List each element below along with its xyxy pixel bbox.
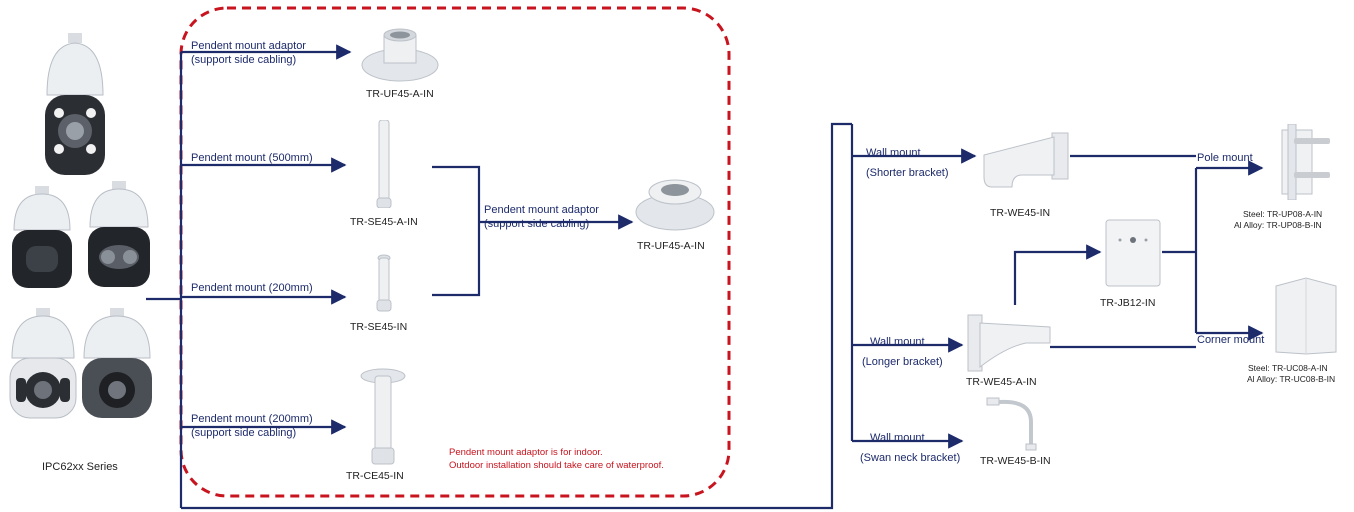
corner-mount-image: [1275, 277, 1337, 355]
corner-mount-label: Corner mount: [1197, 334, 1265, 346]
wall-mount-2-line1: Wall mount: [870, 336, 925, 348]
branch-1-label: Pendent mount adaptor (support side cabl…: [191, 39, 306, 67]
wall-mount-3-code: TR-WE45-B-IN: [980, 455, 1051, 467]
wall-mount-2-label: Wall mount (Longer bracket): [862, 332, 943, 372]
junction-box-code: TR-JB12-IN: [1100, 297, 1156, 309]
pendent-adaptor-image: [361, 28, 439, 82]
wall-mount-1-code: TR-WE45-IN: [990, 207, 1051, 219]
pendent-side-cabling-image: [360, 368, 406, 465]
branch-4-line2: (support side cabling): [191, 427, 297, 439]
wall-mount-2-code: TR-WE45-A-IN: [966, 376, 1037, 388]
ptz-camera-image-top: [45, 33, 105, 175]
wall-mount-3-line2: (Swan neck bracket): [860, 452, 961, 464]
merge-bracket: [432, 165, 481, 297]
branch-1-line1: Pendent mount adaptor: [191, 40, 306, 52]
longer-bracket-image: [967, 314, 1051, 372]
wall-mount-1-label: Wall mount (Shorter bracket): [866, 143, 949, 183]
camera-series-label: IPC62xx Series: [42, 461, 118, 473]
branch-4-code: TR-CE45-IN: [346, 470, 404, 482]
ptz-camera-image-bottom-left: [9, 308, 77, 419]
branch-1-code: TR-UF45-A-IN: [366, 88, 434, 100]
ptz-camera-image-mid-right: [88, 181, 150, 287]
swan-neck-bracket-image: [986, 397, 1037, 451]
ptz-camera-image-mid-left: [12, 186, 72, 288]
indoor-options-dashed-box: [179, 6, 731, 498]
pole-mount-alloy: Al Alloy: TR-UP08-B-IN: [1234, 220, 1322, 230]
junction-box-image: [1105, 219, 1161, 287]
pendent-500-image: [376, 120, 392, 208]
branch-4-label: Pendent mount (200mm) (support side cabl…: [191, 412, 313, 440]
branch-2-label: Pendent mount (500mm): [191, 152, 313, 164]
wall-mount-3-line1: Wall mount: [870, 432, 925, 444]
wall-mount-3-label: Wall mount (Swan neck bracket): [860, 428, 960, 468]
pole-mount-steel: Steel: TR-UP08-A-IN: [1243, 209, 1323, 219]
wall-mount-1-line2: (Shorter bracket): [866, 167, 949, 179]
adaptor-merge-line1: Pendent mount adaptor: [484, 204, 599, 216]
branch-2-code: TR-SE45-A-IN: [350, 216, 418, 228]
note-line1: Pendent mount adaptor is for indoor.: [449, 447, 603, 458]
indoor-note: Pendent mount adaptor is for indoor. Out…: [449, 446, 664, 472]
shorter-bracket-image: [983, 132, 1069, 188]
pole-mount-image: [1281, 124, 1330, 200]
ptz-camera-image-bottom-right: [82, 308, 152, 418]
pole-mount-label: Pole mount: [1197, 152, 1253, 164]
branch-3-code: TR-SE45-IN: [350, 321, 408, 333]
note-line2: Outdoor installation should take care of…: [449, 460, 664, 471]
wall-mount-2-line2: (Longer bracket): [862, 356, 943, 368]
adaptor-merge-label: Pendent mount adaptor (support side cabl…: [484, 203, 599, 231]
branch-4-line1: Pendent mount (200mm): [191, 413, 313, 425]
adaptor-merge-code: TR-UF45-A-IN: [637, 240, 705, 252]
corner-mount-steel: Steel: TR-UC08-A-IN: [1248, 363, 1328, 373]
merge-adaptor-image: [635, 179, 715, 231]
pendent-200-image: [376, 254, 392, 312]
adaptor-merge-line2: (support side cabling): [484, 218, 590, 230]
wall-mount-1-line1: Wall mount: [866, 147, 921, 159]
bottom-bus: [181, 122, 852, 510]
branch-1-line2: (support side cabling): [191, 54, 297, 66]
longer-to-jb: [1013, 244, 1102, 305]
branch-3-label: Pendent mount (200mm): [191, 282, 313, 294]
corner-mount-alloy: Al Alloy: TR-UC08-B-IN: [1247, 374, 1336, 384]
